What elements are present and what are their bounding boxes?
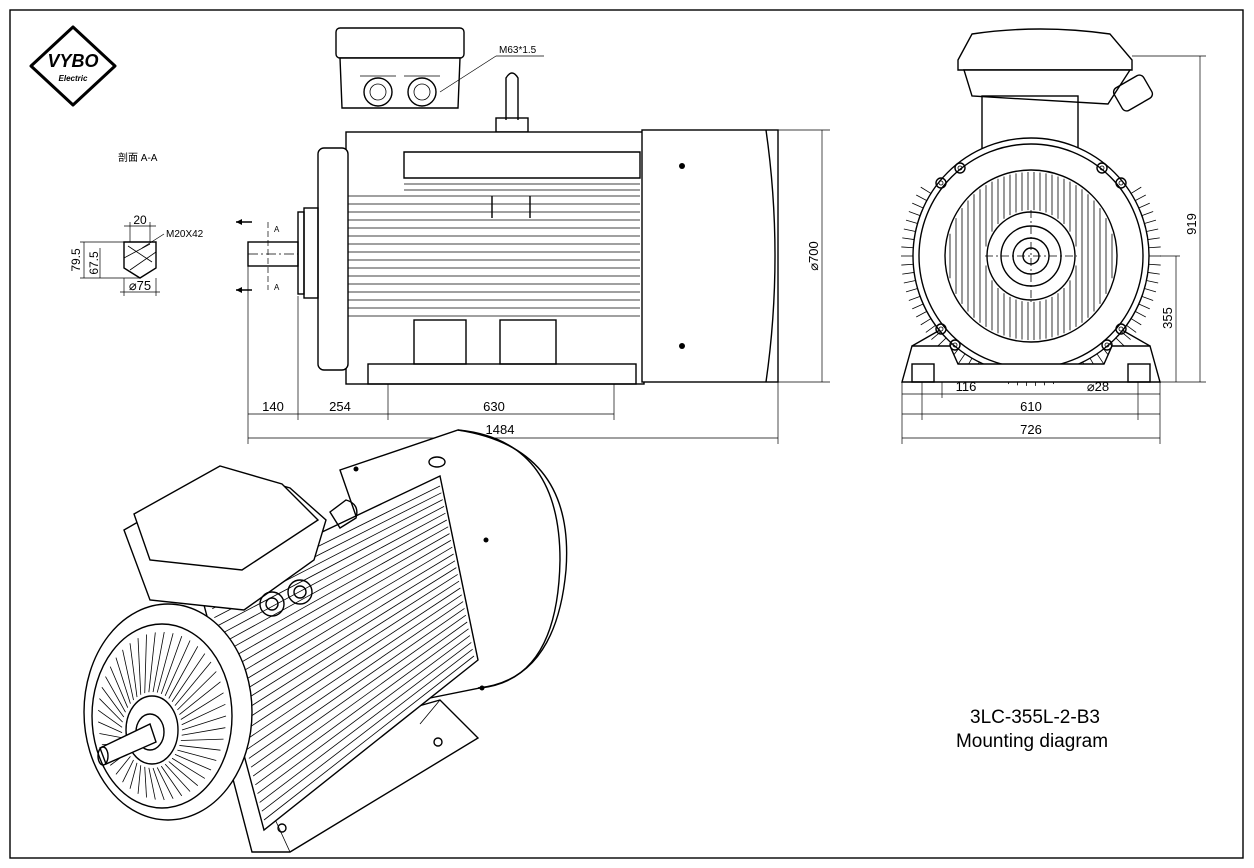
thread-label: M20X42 [166, 229, 204, 240]
cable-gland-label: M63*1.5 [499, 45, 537, 56]
dim-1484: 1484 [486, 422, 515, 437]
dim-67-5: 67.5 [87, 251, 101, 275]
motor-end-view: 919 355 116 ⌀28 610 726 [901, 28, 1206, 444]
logo-brand: VYBO [47, 51, 98, 71]
dim-610: 610 [1020, 399, 1042, 414]
section-mark-bottom: A [274, 283, 280, 292]
dim-630: 630 [483, 399, 505, 414]
shaft-dia-label: ⌀75 [129, 278, 151, 293]
sheet-border [9, 9, 1244, 859]
vybo-logo: VYBO Electric [29, 25, 117, 107]
dim-355: 355 [1160, 307, 1175, 329]
dia-700-label: ⌀700 [806, 241, 821, 271]
dim-140: 140 [262, 399, 284, 414]
motor-isometric-view [83, 429, 568, 853]
mounting-diagram-label: Mounting diagram [956, 731, 1108, 752]
section-a-a: 剖面 A-A 20 M20X42 79.5 67.5 ⌀75 [69, 151, 204, 296]
dim-dia-28: ⌀28 [1087, 379, 1109, 394]
dim-726: 726 [1020, 422, 1042, 437]
key-width-label: 20 [133, 213, 147, 227]
dim-79-5: 79.5 [69, 248, 83, 272]
section-mark-top: A [274, 225, 280, 234]
logo-sub: Electric [59, 74, 88, 83]
dim-116: 116 [956, 379, 977, 394]
section-title: 剖面 A-A [118, 151, 158, 164]
dim-254: 254 [329, 399, 351, 414]
dim-919: 919 [1184, 213, 1199, 235]
motor-side-view: M63*1.5 A A ⌀700 [236, 27, 830, 444]
caption-block: 3LC-355L-2-B3 Mounting diagram [956, 707, 1108, 752]
model-label: 3LC-355L-2-B3 [970, 707, 1100, 728]
